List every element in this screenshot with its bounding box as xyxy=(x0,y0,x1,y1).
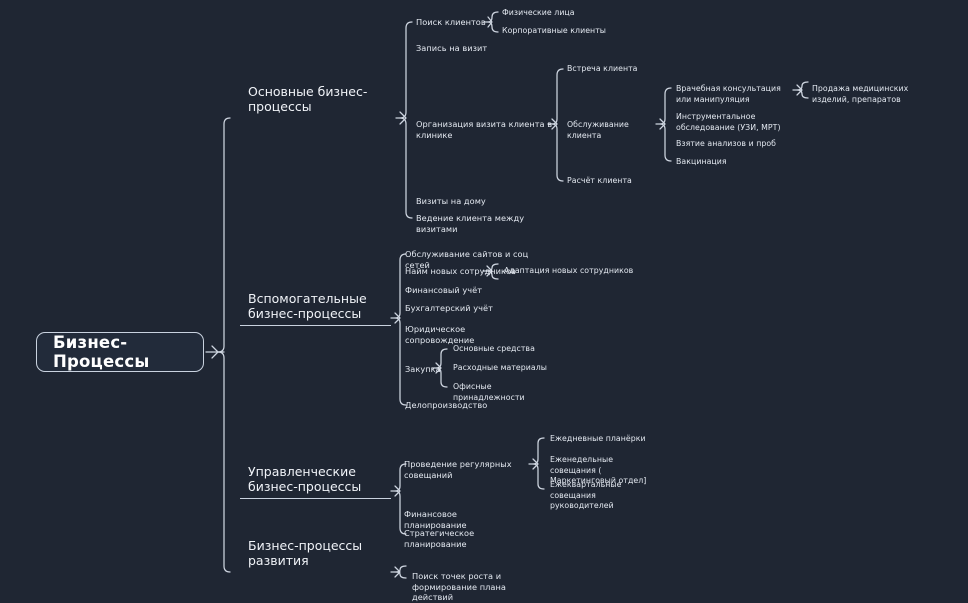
leaf-strategicheskoe-planirovanie[interactable]: Стратегическое планирование xyxy=(404,528,475,549)
leaf-vrachebnaya-konsultaciya[interactable]: Врачебная консультация или манипуляция xyxy=(676,84,781,104)
leaf-vizity-na-domu[interactable]: Визиты на дому xyxy=(416,196,486,206)
leaf-obsluzhivanie-klienta[interactable]: Обслуживание клиента xyxy=(567,120,629,140)
branch-label: Вспомогательные бизнес-процессы xyxy=(248,290,367,321)
leaf-zapis-na-vizit[interactable]: Запись на визит xyxy=(416,43,488,53)
root-label: Бизнес-Процессы xyxy=(53,333,150,371)
leaf-organizaciya-vizita[interactable]: Организация визита клиента в клинике xyxy=(416,119,553,140)
branch-node-upravlencheskie[interactable]: Управленческие бизнес-процессы xyxy=(240,461,391,499)
leaf-ezhekvartalnye-soveshchaniya[interactable]: Ежеквартальные совещания руководителей xyxy=(550,480,622,510)
leaf-korporativnye-klienty[interactable]: Корпоративные клиенты xyxy=(502,26,606,35)
leaf-provedenie-soveshchaniy[interactable]: Проведение регулярных совещаний xyxy=(404,459,512,480)
branch-label: Управленческие бизнес-процессы xyxy=(248,463,362,494)
leaf-raschet-klienta[interactable]: Расчёт клиента xyxy=(567,176,632,185)
leaf-ezhednevnye-planerki[interactable]: Ежедневные планёрки xyxy=(550,434,646,443)
leaf-vedenie-klienta[interactable]: Ведение клиента между визитами xyxy=(416,213,525,234)
branch-underline xyxy=(240,497,391,499)
leaf-finansovoe-planirovanie[interactable]: Финансовое планирование xyxy=(404,509,467,530)
branch-underline xyxy=(240,324,391,326)
leaf-naym-sotrudnikov[interactable]: Найм новых сотрудников xyxy=(405,266,516,276)
leaf-obsluzhivanie-saytov[interactable]: Обслуживание сайтов и соц сетей xyxy=(405,249,529,270)
leaf-ofisnye-prinadlezhnosti[interactable]: Офисные принадлежности xyxy=(453,382,525,402)
leaf-prodazha-medizdeliy[interactable]: Продажа медицинских изделий, препаратов xyxy=(812,84,909,104)
leaf-yuridicheskoe-soprovozhdenie[interactable]: Юридическое сопровождение xyxy=(405,324,475,345)
branch-node-osnovnye[interactable]: Основные бизнес-процессы xyxy=(240,84,396,118)
branch-node-razvitiya[interactable]: Бизнес-процессы развития xyxy=(240,538,391,572)
branch-node-vspomogatelnye[interactable]: Вспомогательные бизнес-процессы xyxy=(240,288,391,326)
leaf-vakcinaciya[interactable]: Вакцинация xyxy=(676,157,727,166)
branch-label: Бизнес-процессы развития xyxy=(248,538,363,568)
leaf-vzyatie-analizov[interactable]: Взятие анализов и проб xyxy=(676,139,777,148)
leaf-finansovyy-uchet[interactable]: Финансовый учёт xyxy=(405,285,483,295)
leaf-adaptaciya-sotrudnikov[interactable]: Адаптация новых сотрудников xyxy=(504,266,634,275)
leaf-deloproizvodstvo[interactable]: Делопроизводство xyxy=(405,400,488,410)
leaf-instrumentalnoe-obsledovanie[interactable]: Инструментальное обследование (УЗИ, МРТ) xyxy=(676,112,781,132)
leaf-rashodnye-materialy[interactable]: Расходные материалы xyxy=(453,363,547,372)
leaf-vstrecha-klienta[interactable]: Встреча клиента xyxy=(567,64,638,73)
leaf-zakupka[interactable]: Закупка xyxy=(405,364,441,374)
leaf-osnovnye-sredstva[interactable]: Основные средства xyxy=(453,344,535,353)
leaf-ezhenedelnye-soveshchaniya[interactable]: Еженедельные совещания ( Маркетинговый о… xyxy=(550,455,647,485)
root-node[interactable]: Бизнес-Процессы xyxy=(36,332,204,372)
branch-label: Основные бизнес-процессы xyxy=(248,84,368,114)
leaf-poisk-klientov[interactable]: Поиск клиентов xyxy=(416,17,486,27)
leaf-poisk-tochek-rosta[interactable]: Поиск точек роста и формирование плана д… xyxy=(412,571,506,602)
leaf-buhgalterskiy-uchet[interactable]: Бухгалтерский учёт xyxy=(405,303,493,313)
leaf-fizicheskie-lica[interactable]: Физические лица xyxy=(502,8,575,17)
